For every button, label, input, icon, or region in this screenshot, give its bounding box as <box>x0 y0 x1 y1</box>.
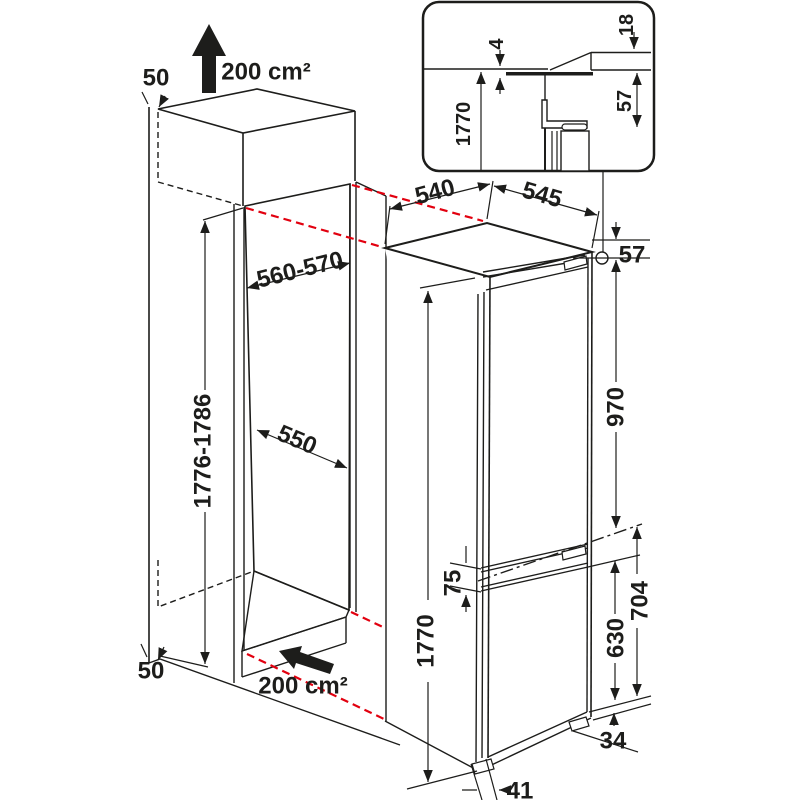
hinge-detail-inset: 4 18 57 1770 <box>421 0 656 173</box>
niche-bottom-clearance-label: 50 <box>138 658 165 685</box>
inset-gap-label: 4 <box>486 38 508 50</box>
right-edge-outer <box>590 251 593 718</box>
lower-door-label: 630 <box>603 618 630 658</box>
vent-box-left-face <box>158 109 243 206</box>
niche-top-clearance-arrows <box>141 91 165 107</box>
appliance-view <box>381 221 643 776</box>
freezer-handle-recess <box>561 545 587 561</box>
inset-door-edge-lines <box>551 131 558 170</box>
base-height-label: 34 <box>600 728 627 755</box>
niche-height-extension-lines <box>159 207 244 668</box>
door-gap-lines <box>480 543 589 592</box>
airflow-bottom-arrow <box>279 646 334 674</box>
right-edge-inner <box>586 257 589 713</box>
upper-door-label: 970 <box>603 387 630 427</box>
inset-fridge-top-plate <box>506 72 593 76</box>
niche-bottom-clearance-arrows <box>140 643 164 660</box>
door-edge-seams <box>475 291 485 763</box>
left-inner-wall-edges <box>233 204 245 683</box>
niche-height-label: 1776-1786 <box>190 394 217 509</box>
niche-bottom-vent-label: 200 cm² <box>258 673 347 700</box>
niche-top-vent-label: 200 cm² <box>221 59 310 86</box>
inset-worktop-profile <box>423 51 651 71</box>
front-left-edge <box>487 276 491 759</box>
niche-floor <box>241 570 350 653</box>
base-inset-label: 41 <box>507 778 534 800</box>
vent-box-right-face <box>243 111 355 206</box>
right-wall-edges <box>349 181 387 721</box>
inset-hinge-pin <box>561 123 588 131</box>
inset-overlap-label: 18 <box>616 14 638 36</box>
appliance-dimensions: 540 545 57 970 75 1770 630 704 34 41 <box>384 127 654 800</box>
hinge-hole-label: 57 <box>619 242 646 269</box>
gap-label: 75 <box>440 570 467 597</box>
inset-door-panel <box>560 130 590 172</box>
door-gap-centerline <box>477 523 643 582</box>
projection-line-top-left <box>245 206 383 249</box>
inset-height-label: 1770 <box>453 102 475 147</box>
niche-depth-dim-line <box>256 429 348 469</box>
niche-width-label: 560-570 <box>254 246 346 294</box>
width-dim-line <box>493 184 598 217</box>
projection-line-bottom-right <box>350 611 386 629</box>
lower-half-label: 704 <box>627 580 654 621</box>
niche-width-dim-line <box>246 261 351 290</box>
depth-dim-line <box>389 182 491 211</box>
inset-hinge-bracket <box>541 99 588 129</box>
vent-box-edges <box>157 88 356 206</box>
height-label: 1770 <box>413 614 440 667</box>
inset-hinge-label: 57 <box>614 90 636 112</box>
airflow-up-arrow <box>192 24 226 93</box>
width-label: 545 <box>519 177 565 214</box>
depth-label: 540 <box>412 174 458 210</box>
niche-top-clearance-label: 50 <box>143 65 170 92</box>
hidden-edges <box>157 112 255 609</box>
adjustable-feet <box>471 716 590 775</box>
cabinet-niche-view <box>148 24 478 771</box>
